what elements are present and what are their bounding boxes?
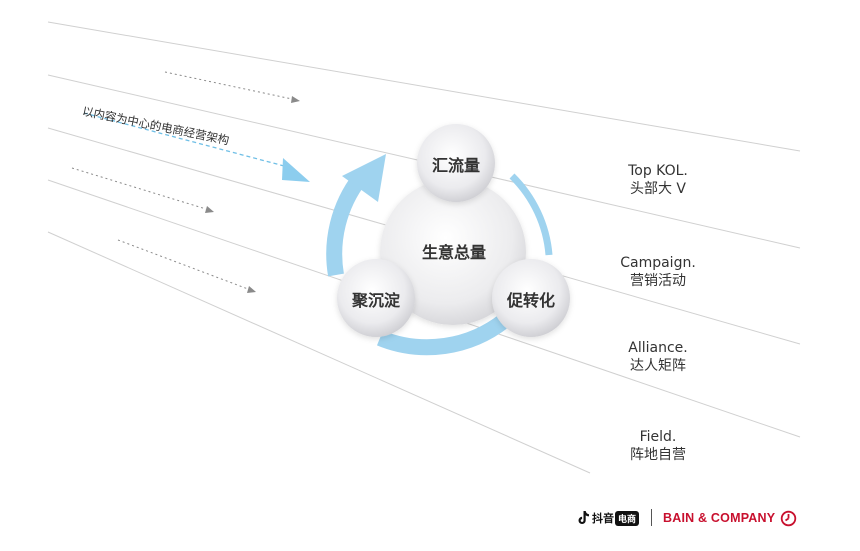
left-sphere <box>337 259 415 337</box>
legend-en: Campaign. <box>620 255 696 271</box>
legend-zh: 营销活动 <box>630 273 686 289</box>
musical-note-icon <box>578 511 589 524</box>
legend-item-top-kol: Top KOL. 头部大 V <box>583 162 733 198</box>
center-sphere <box>380 179 526 325</box>
content-arrow <box>83 112 310 182</box>
douyin-badge: 电商 <box>615 510 640 526</box>
cycle-arrows <box>326 154 553 356</box>
douyin-name: 抖音 <box>592 512 614 525</box>
legend-zh: 阵地自营 <box>630 447 686 463</box>
bain-name: BAIN & COMPANY <box>663 511 776 525</box>
right-sphere <box>492 259 570 337</box>
cycle-arrow-head <box>342 154 386 202</box>
dashed-arrows <box>71 71 300 293</box>
arrow-head <box>291 96 300 103</box>
legend-en: Field. <box>639 429 677 445</box>
legend-en: Alliance. <box>628 340 688 356</box>
background-line <box>47 21 801 152</box>
node-label-left: 聚沉淀 <box>351 291 401 310</box>
dashed-arrow <box>71 167 207 210</box>
legend-zh: 达人矩阵 <box>630 358 686 374</box>
background-line <box>47 231 591 474</box>
content-arrow-line <box>83 112 289 168</box>
bain-logo: BAIN & COMPANY <box>663 508 797 528</box>
cycle-arc-bottom <box>376 313 510 356</box>
legend-en: Top KOL. <box>628 163 688 179</box>
legend-zh: 头部大 V <box>629 181 687 197</box>
arrow-head <box>205 206 214 213</box>
arrow-head <box>247 286 256 293</box>
douyin-logo: 抖音 电商 <box>576 508 640 528</box>
node-label-right: 促转化 <box>506 291 556 310</box>
dashed-arrow <box>117 239 249 290</box>
cycle-arc-left <box>326 173 367 277</box>
dashed-arrow <box>164 71 293 100</box>
content-arrow-head <box>282 158 310 182</box>
legend-item-alliance: Alliance. 达人矩阵 <box>583 339 733 375</box>
top-sphere <box>417 124 495 202</box>
cycle-arc-right <box>509 173 553 256</box>
footer-divider <box>651 509 652 526</box>
center-label: 生意总量 <box>421 243 487 262</box>
node-label-top: 汇流量 <box>431 156 481 175</box>
legend-item-field: Field. 阵地自营 <box>583 428 733 464</box>
legend-item-campaign: Campaign. 营销活动 <box>583 254 733 290</box>
bain-clock-icon <box>781 510 797 526</box>
